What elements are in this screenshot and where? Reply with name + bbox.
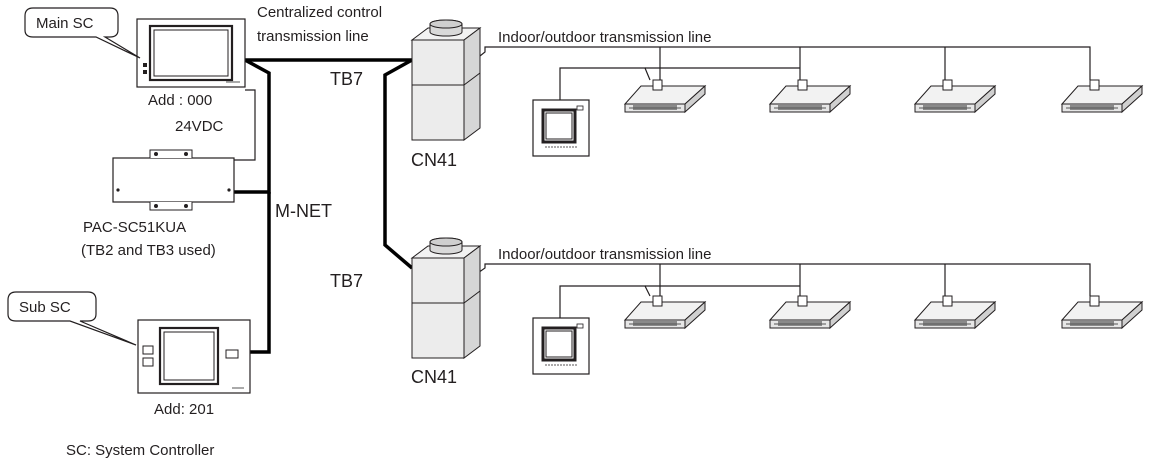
- indoor-unit-lower-4: [1061, 295, 1143, 329]
- indoor-outdoor-wiring-lower: [474, 263, 1091, 318]
- centralized-line-label-2: transmission line: [257, 28, 369, 45]
- centralized-line-label-1: Centralized control: [257, 4, 382, 21]
- indoor-unit-upper-2: [769, 79, 851, 113]
- indoor-outdoor-line-upper-label: Indoor/outdoor transmission line: [498, 29, 711, 46]
- main-system-controller: [136, 18, 246, 88]
- sub-sc-callout: Sub SC: [7, 291, 137, 346]
- power-supply-voltage: 24VDC: [175, 118, 224, 135]
- indoor-unit-lower-3: [914, 295, 996, 329]
- outdoor-unit-lower: [411, 237, 481, 359]
- tb7-lower-label: TB7: [330, 271, 363, 291]
- indoor-unit-lower-1: [624, 295, 706, 329]
- indoor-unit-lower-2: [769, 295, 851, 329]
- main-sc-address: Add : 000: [148, 92, 212, 109]
- indoor-outdoor-wiring-upper: [474, 46, 1091, 100]
- remote-controller-lower: [531, 316, 591, 376]
- outdoor-unit-upper: [411, 19, 481, 141]
- main-sc-callout-text: Main SC: [36, 15, 94, 32]
- power-supply-model: PAC-SC51KUA: [83, 219, 186, 236]
- sub-sc-address: Add: 201: [154, 401, 214, 418]
- remote-controller-upper: [531, 98, 591, 158]
- power-supply-note: (TB2 and TB3 used): [81, 242, 216, 259]
- legend-text: SC: System Controller: [66, 442, 214, 459]
- power-supply-wire: [234, 89, 256, 161]
- sub-system-controller: [137, 319, 251, 394]
- cn41-upper-label: CN41: [411, 150, 457, 170]
- centralized-control-wiring: [234, 58, 414, 354]
- indoor-unit-upper-4: [1061, 79, 1143, 113]
- power-supply-unit: [112, 149, 235, 211]
- indoor-outdoor-line-lower-label: Indoor/outdoor transmission line: [498, 246, 711, 263]
- sub-sc-callout-text: Sub SC: [19, 299, 71, 316]
- tb7-upper-label: TB7: [330, 69, 363, 89]
- network-label: M-NET: [275, 201, 332, 221]
- main-sc-callout: Main SC: [24, 7, 141, 59]
- indoor-unit-upper-1: [624, 79, 706, 113]
- indoor-unit-upper-3: [914, 79, 996, 113]
- cn41-lower-label: CN41: [411, 367, 457, 387]
